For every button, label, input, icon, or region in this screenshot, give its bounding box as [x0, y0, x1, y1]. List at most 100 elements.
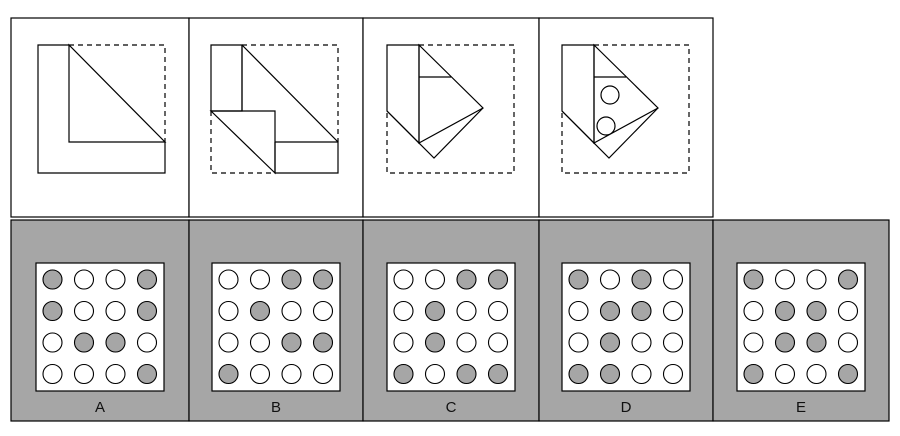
hole-filled — [312, 332, 334, 353]
hole-empty — [73, 269, 95, 290]
hole-filled — [743, 363, 764, 385]
hole-empty — [73, 363, 95, 385]
hole-filled — [487, 269, 509, 290]
hole-filled — [218, 363, 239, 385]
hole-empty — [424, 269, 446, 290]
hole-filled — [281, 269, 302, 290]
hole-empty — [631, 363, 652, 385]
fold-step-1-drawing — [37, 43, 167, 174]
hole-empty — [631, 332, 652, 353]
option-c[interactable]: C — [362, 219, 540, 422]
hole-empty — [249, 269, 271, 290]
hole-empty — [743, 332, 764, 353]
hole-filled — [774, 300, 796, 322]
hole-filled — [837, 363, 859, 385]
hole-filled — [73, 332, 95, 353]
fold-sequence — [10, 17, 714, 218]
hole-empty — [281, 300, 302, 322]
hole-filled — [631, 269, 652, 290]
hole-empty — [249, 363, 271, 385]
hole-empty — [456, 332, 477, 353]
hole-empty — [456, 300, 477, 322]
hole-filled — [42, 300, 63, 322]
hole-filled — [456, 363, 477, 385]
hole-filled — [312, 269, 334, 290]
hole-empty — [743, 300, 764, 322]
fold-step-4-drawing — [561, 43, 690, 174]
hole-empty — [218, 269, 239, 290]
hole-filled — [424, 300, 446, 322]
option-d[interactable]: D — [538, 219, 714, 422]
hole-empty — [281, 363, 302, 385]
hole-empty — [424, 363, 446, 385]
hole-empty — [393, 300, 414, 322]
punched-hole — [596, 116, 616, 136]
hole-filled — [774, 332, 796, 353]
hole-empty — [662, 300, 684, 322]
hole-filled — [568, 363, 589, 385]
option-label: E — [796, 399, 806, 416]
hole-empty — [73, 300, 95, 322]
hole-filled — [806, 332, 827, 353]
hole-empty — [393, 269, 414, 290]
hole-empty — [249, 332, 271, 353]
hole-empty — [806, 363, 827, 385]
hole-filled — [837, 269, 859, 290]
hole-filled — [456, 269, 477, 290]
hole-empty — [774, 363, 796, 385]
option-label: D — [621, 399, 632, 416]
hole-filled — [136, 363, 158, 385]
hole-empty — [837, 332, 859, 353]
hole-filled — [136, 269, 158, 290]
hole-filled — [743, 269, 764, 290]
hole-empty — [218, 332, 239, 353]
hole-filled — [136, 300, 158, 322]
hole-empty — [105, 363, 126, 385]
hole-empty — [105, 269, 126, 290]
option-b[interactable]: B — [188, 219, 364, 422]
hole-filled — [393, 363, 414, 385]
hole-filled — [599, 363, 621, 385]
option-label: A — [95, 399, 105, 416]
hole-empty — [312, 363, 334, 385]
hole-filled — [42, 269, 63, 290]
hole-empty — [806, 269, 827, 290]
hole-empty — [662, 363, 684, 385]
hole-filled — [424, 332, 446, 353]
fold-step-2-frame — [188, 17, 364, 218]
fold-step-3-drawing — [386, 43, 515, 174]
option-e[interactable]: E — [712, 219, 890, 422]
hole-empty — [568, 332, 589, 353]
hole-empty — [487, 332, 509, 353]
answer-options: A B C D E — [10, 219, 890, 422]
hole-empty — [662, 269, 684, 290]
fold-step-1-frame — [10, 17, 190, 218]
hole-empty — [568, 300, 589, 322]
option-label: C — [446, 399, 457, 416]
hole-empty — [312, 300, 334, 322]
hole-empty — [599, 269, 621, 290]
hole-filled — [281, 332, 302, 353]
fold-step-4-frame — [538, 17, 714, 218]
hole-empty — [42, 363, 63, 385]
hole-empty — [393, 332, 414, 353]
hole-filled — [568, 269, 589, 290]
fold-step-3-frame — [362, 17, 540, 218]
hole-filled — [249, 300, 271, 322]
hole-filled — [631, 300, 652, 322]
hole-empty — [774, 269, 796, 290]
hole-filled — [599, 300, 621, 322]
punched-hole — [600, 85, 620, 105]
hole-empty — [42, 332, 63, 353]
hole-empty — [837, 300, 859, 322]
hole-empty — [105, 300, 126, 322]
hole-filled — [806, 300, 827, 322]
hole-empty — [218, 300, 239, 322]
hole-empty — [136, 332, 158, 353]
hole-empty — [662, 332, 684, 353]
hole-filled — [487, 363, 509, 385]
hole-filled — [599, 332, 621, 353]
option-a[interactable]: A — [10, 219, 190, 422]
fold-step-2-drawing — [209, 44, 339, 175]
